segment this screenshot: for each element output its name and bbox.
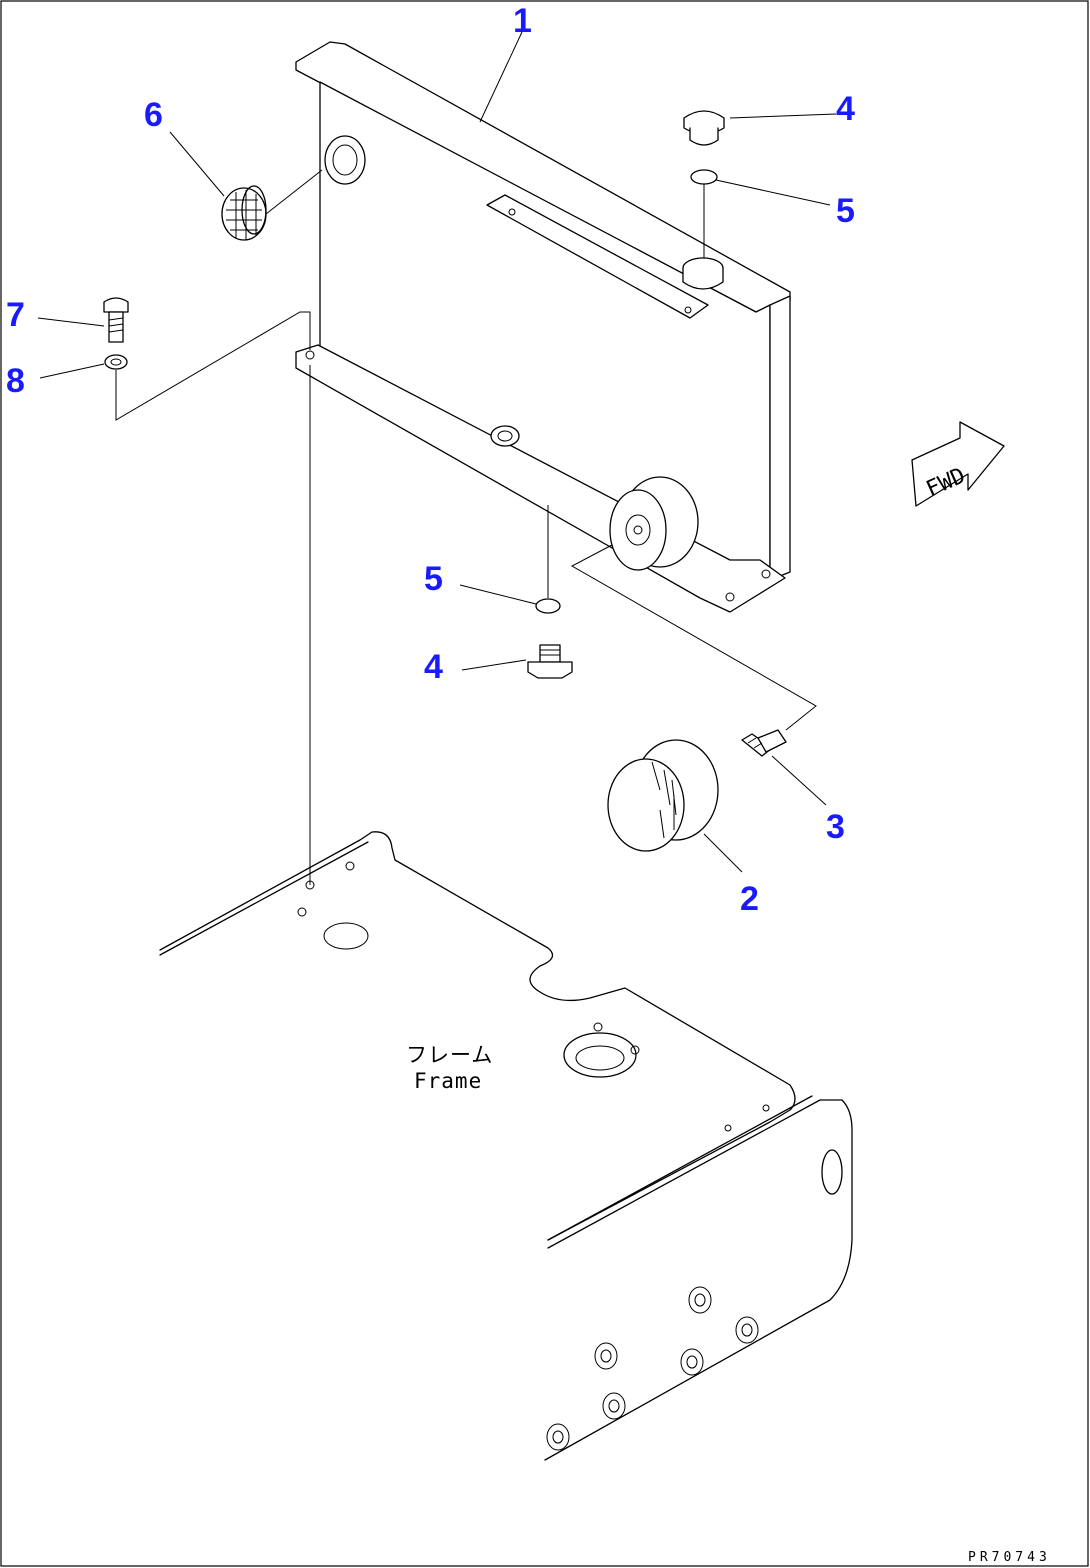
strainer-part-6 bbox=[221, 185, 267, 241]
callout-5-bottom: 5 bbox=[424, 560, 443, 598]
tank-panel-part-1 bbox=[295, 41, 791, 613]
filler-cap-part-2 bbox=[607, 739, 719, 852]
plug-part-4-bottom bbox=[527, 644, 573, 679]
callout-4-bottom: 4 bbox=[424, 648, 443, 686]
o-ring-part-5-bottom bbox=[535, 598, 561, 614]
frame-label-en: Frame bbox=[414, 1069, 482, 1093]
plug-part-4-top bbox=[683, 110, 725, 146]
callout-6: 6 bbox=[144, 96, 163, 134]
callout-7: 7 bbox=[6, 296, 25, 334]
washer-part-8 bbox=[104, 354, 128, 370]
callout-2: 2 bbox=[740, 880, 759, 918]
drawing-number: PR70743 bbox=[968, 1550, 1051, 1565]
fwd-label: FWD bbox=[923, 463, 969, 502]
callout-5-top: 5 bbox=[836, 192, 855, 230]
callout-8: 8 bbox=[6, 362, 25, 400]
callout-4-top: 4 bbox=[836, 90, 855, 128]
fitting-part-3 bbox=[741, 729, 787, 757]
callout-1: 1 bbox=[513, 2, 532, 40]
o-ring-part-5-top bbox=[690, 169, 718, 185]
forward-direction-arrow: FWD bbox=[911, 421, 1005, 507]
machine-frame bbox=[159, 831, 853, 1461]
frame-label-jp: フレーム bbox=[406, 1043, 493, 1067]
callout-3: 3 bbox=[826, 808, 845, 846]
bolt-part-7 bbox=[103, 297, 129, 343]
assembly-lines bbox=[37, 31, 837, 885]
